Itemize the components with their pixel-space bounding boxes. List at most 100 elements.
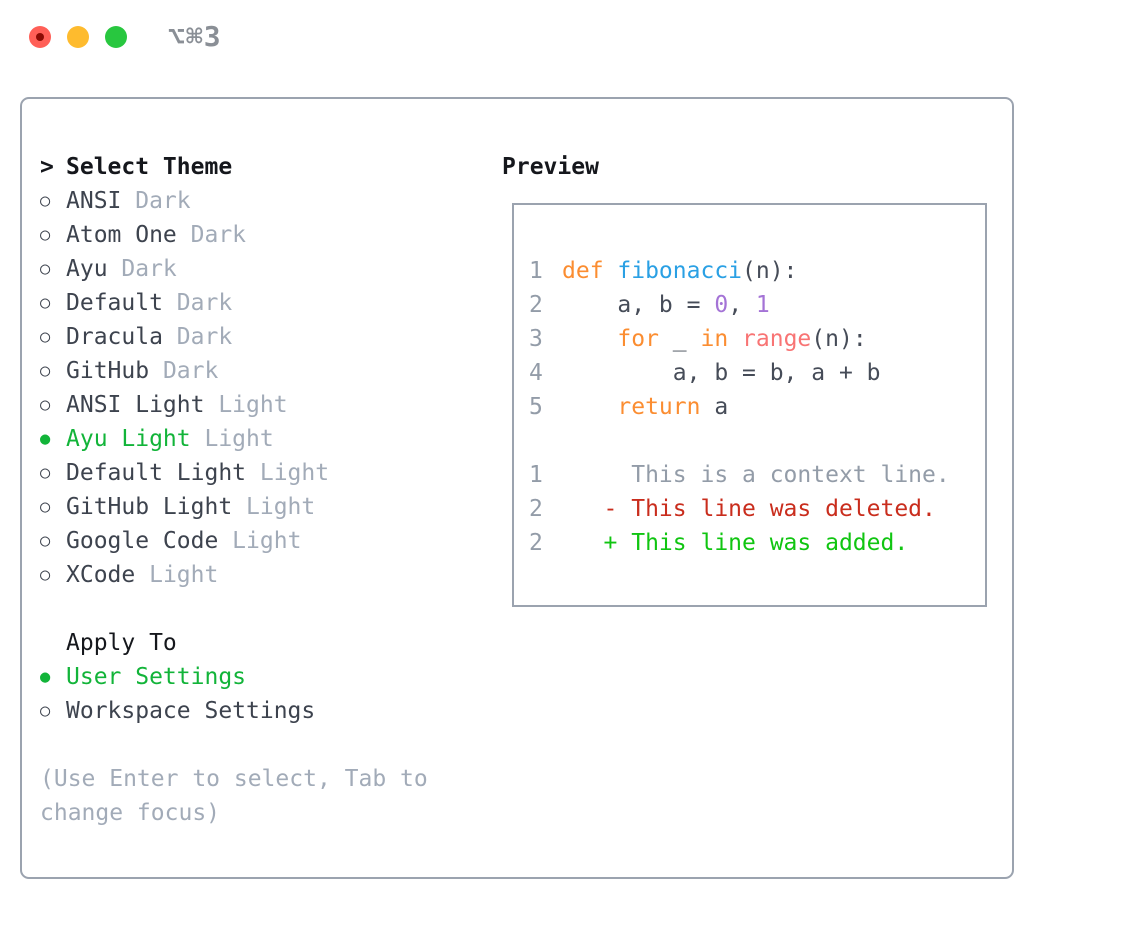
line-number: 2 [529, 496, 543, 522]
zoom-button[interactable] [105, 26, 127, 48]
keyboard-hint-text: (Use Enter to select, Tab to [40, 766, 428, 792]
line-number [529, 424, 562, 458]
radio-unselected-icon: ○ [40, 497, 51, 517]
apply-to-header: Apply To [40, 626, 428, 660]
apply-option-label: User Settings [66, 664, 247, 690]
theme-option-ansi[interactable]: ○ANSI Dark [40, 184, 428, 218]
titlebar: ⌥⌘3 [0, 0, 1140, 74]
code-segment: + This line was added. [562, 530, 909, 556]
theme-variant-label: Light [246, 460, 330, 486]
apply-option-label: Workspace Settings [66, 698, 316, 724]
radio-unselected-icon: ○ [40, 531, 51, 551]
apply-to-section: Apply To ● User Settings ○ Workspace Settin… [40, 626, 428, 728]
select-theme-header: > Select Theme [40, 150, 428, 184]
radio-unselected-icon: ○ [40, 327, 51, 347]
code-segment: a [700, 394, 729, 420]
theme-variant-label: Light [204, 392, 288, 418]
theme-variant-label: Dark [149, 358, 219, 384]
theme-option-xcode[interactable]: ○ XCode Light [40, 558, 428, 592]
code-segment [562, 390, 617, 424]
theme-option-label: Default [66, 290, 163, 316]
theme-picker-panel: > Select Theme ○ANSI Dark○Atom One Dark○… [20, 97, 1014, 879]
apply-option-workspace-settings[interactable]: ○ Workspace Settings [40, 694, 428, 728]
preview-line: 5 return a [514, 390, 985, 424]
theme-option-label: ANSI Light [66, 392, 205, 418]
radio-selected-icon: ● [40, 667, 51, 687]
radio-unselected-icon: ○ [40, 293, 51, 313]
code-segment: (n): [811, 326, 867, 352]
close-button[interactable] [29, 26, 51, 48]
line-number: 5 [529, 394, 543, 420]
apply-to-spacer [40, 626, 66, 660]
theme-option-google-code[interactable]: ○Google Code Light [40, 524, 428, 558]
theme-variant-label: Dark [176, 222, 247, 248]
theme-option-ansi-light[interactable]: ○ ANSI Light Light [40, 388, 428, 422]
theme-option-dracula[interactable]: ○Dracula Dark [40, 320, 428, 354]
preview-line [514, 424, 985, 458]
theme-option-label: ANSI [66, 188, 122, 214]
window-shortcut-label: ⌥⌘3 [168, 20, 222, 53]
preview-line: 2 - This line was deleted. [514, 492, 985, 526]
preview-line: 1 This is a context line. [514, 458, 985, 492]
theme-option-default[interactable]: ○ Default Dark [40, 286, 428, 320]
preview-line: 2 + This line was added. [514, 526, 985, 560]
radio-unselected-icon: ○ [40, 225, 51, 245]
theme-variant-label: Light [218, 528, 302, 554]
theme-picker-left-column: > Select Theme ○ANSI Dark○Atom One Dark○… [40, 150, 428, 830]
cursor-icon: > [40, 154, 54, 180]
theme-variant-label: Dark [162, 290, 233, 316]
radio-unselected-icon: ○ [40, 565, 51, 585]
radio-unselected-icon: ○ [40, 259, 51, 279]
apply-to-options-list: ● User Settings ○ Workspace Settings [40, 660, 428, 728]
radio-unselected-icon: ○ [40, 361, 51, 381]
theme-option-atom-one[interactable]: ○Atom One Dark [40, 218, 428, 252]
radio-unselected-icon: ○ [40, 463, 51, 483]
theme-option-github[interactable]: ○GitHub Dark [40, 354, 428, 388]
code-segment: (n): [742, 258, 798, 284]
radio-unselected-icon: ○ [40, 395, 51, 415]
select-theme-title: Select Theme [66, 154, 233, 180]
code-segment: in [700, 326, 729, 352]
theme-variant-label: Light [232, 494, 316, 520]
theme-variant-label: Dark [162, 324, 233, 350]
theme-variant-label: Light [190, 426, 274, 452]
theme-option-label: Default Light [66, 460, 247, 486]
code-segment: range [742, 326, 812, 352]
theme-option-label: Ayu [66, 256, 108, 282]
code-segment: return [617, 394, 701, 420]
theme-option-label: XCode [66, 562, 136, 588]
minimize-button[interactable] [67, 26, 89, 48]
code-segment: This is a context line. [562, 462, 950, 488]
line-number: 3 [529, 326, 543, 352]
keyboard-hint-line: change focus) [40, 796, 428, 830]
radio-selected-icon: ● [40, 429, 51, 449]
keyboard-hint-text: change focus) [40, 800, 221, 826]
code-segment: _ [658, 326, 701, 352]
theme-option-label: GitHub Light [66, 494, 233, 520]
code-segment: def [562, 258, 618, 284]
code-segment: - This line was deleted. [562, 496, 936, 522]
line-number: 2 [529, 530, 543, 556]
theme-option-ayu-light[interactable]: ●Ayu Light Light [40, 422, 428, 456]
theme-option-github-light[interactable]: ○ GitHub Light Light [40, 490, 428, 524]
line-number: 1 [529, 462, 543, 488]
theme-option-default-light[interactable]: ○ Default Light Light [40, 456, 428, 490]
code-segment: for [617, 326, 659, 352]
radio-unselected-icon: ○ [40, 701, 51, 721]
code-segment: a, b = b, a + b [562, 360, 881, 386]
preview-line: 2 a, b = 0, 1 [514, 288, 985, 322]
preview-line: 3 for _ in range(n): [514, 322, 985, 356]
apply-option-user-settings[interactable]: ● User Settings [40, 660, 428, 694]
keyboard-hint-line: (Use Enter to select, Tab to [40, 762, 428, 796]
theme-variant-label: Light [135, 562, 219, 588]
code-segment [728, 322, 742, 356]
keyboard-hint: (Use Enter to select, Tab to change focus… [40, 762, 428, 830]
theme-option-ayu[interactable]: ○Ayu Dark [40, 252, 428, 286]
unsaved-changes-dot-icon [36, 33, 44, 41]
code-segment: a, b = [562, 292, 715, 318]
theme-variant-label: Dark [121, 188, 191, 214]
